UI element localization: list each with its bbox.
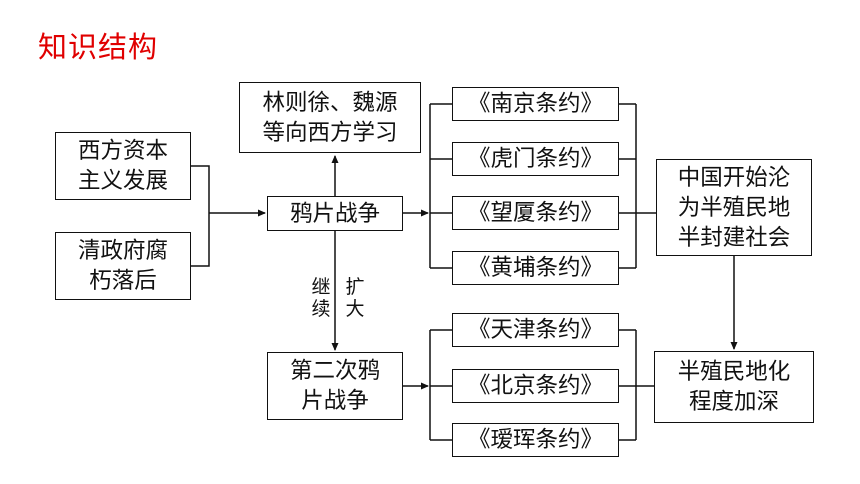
treaty-label: 《望厦条约》 (467, 200, 603, 226)
cause-qing-decay-box: 清政府腐 朽落后 (55, 232, 191, 300)
treaty-box: 《瑷珲条约》 (452, 423, 619, 457)
treaty-label: 《瑷珲条约》 (467, 427, 603, 453)
learn-west-box: 林则徐、魏源 等向西方学习 (239, 82, 421, 153)
expand-label: 扩 大 (345, 276, 365, 320)
result-deepening-text: 半殖民地化 程度加深 (677, 359, 791, 415)
cause-qing-decay-text: 清政府腐 朽落后 (77, 238, 168, 294)
treaty-box: 《虎门条约》 (452, 142, 619, 176)
treaty-label: 《虎门条约》 (467, 146, 603, 172)
result-semi-colonial-text: 中国开始沦 为半殖民地 半封建社会 (677, 164, 791, 251)
result-semi-colonial-box: 中国开始沦 为半殖民地 半封建社会 (656, 159, 812, 256)
cause-capitalism-box: 西方资本 主义发展 (55, 132, 191, 200)
opium-war-text: 鸦片战争 (289, 200, 380, 227)
treaty-label: 《北京条约》 (467, 373, 603, 399)
treaty-box: 《望厦条约》 (452, 196, 619, 230)
treaty-box: 《黄埔条约》 (452, 251, 619, 285)
continue-label: 继 续 (311, 276, 331, 320)
treaty-label: 《南京条约》 (467, 91, 603, 117)
treaty-box: 《南京条约》 (452, 87, 619, 121)
learn-west-text: 林则徐、魏源 等向西方学习 (262, 89, 398, 146)
capitalism-connector (191, 165, 210, 267)
treaty-label: 《黄埔条约》 (467, 255, 603, 281)
second-opium-war-text: 第二次鸦 片战争 (289, 358, 380, 414)
section-title: 知识结构 (38, 30, 159, 64)
result-deepening-box: 半殖民地化 程度加深 (654, 351, 814, 423)
treaty-label: 《天津条约》 (467, 317, 603, 343)
treaty-box: 《天津条约》 (452, 313, 619, 347)
treaty-box: 《北京条约》 (452, 369, 619, 403)
opium-war-box: 鸦片战争 (267, 196, 403, 231)
cause-capitalism-text: 西方资本 主义发展 (77, 138, 168, 194)
second-opium-war-box: 第二次鸦 片战争 (267, 352, 403, 420)
